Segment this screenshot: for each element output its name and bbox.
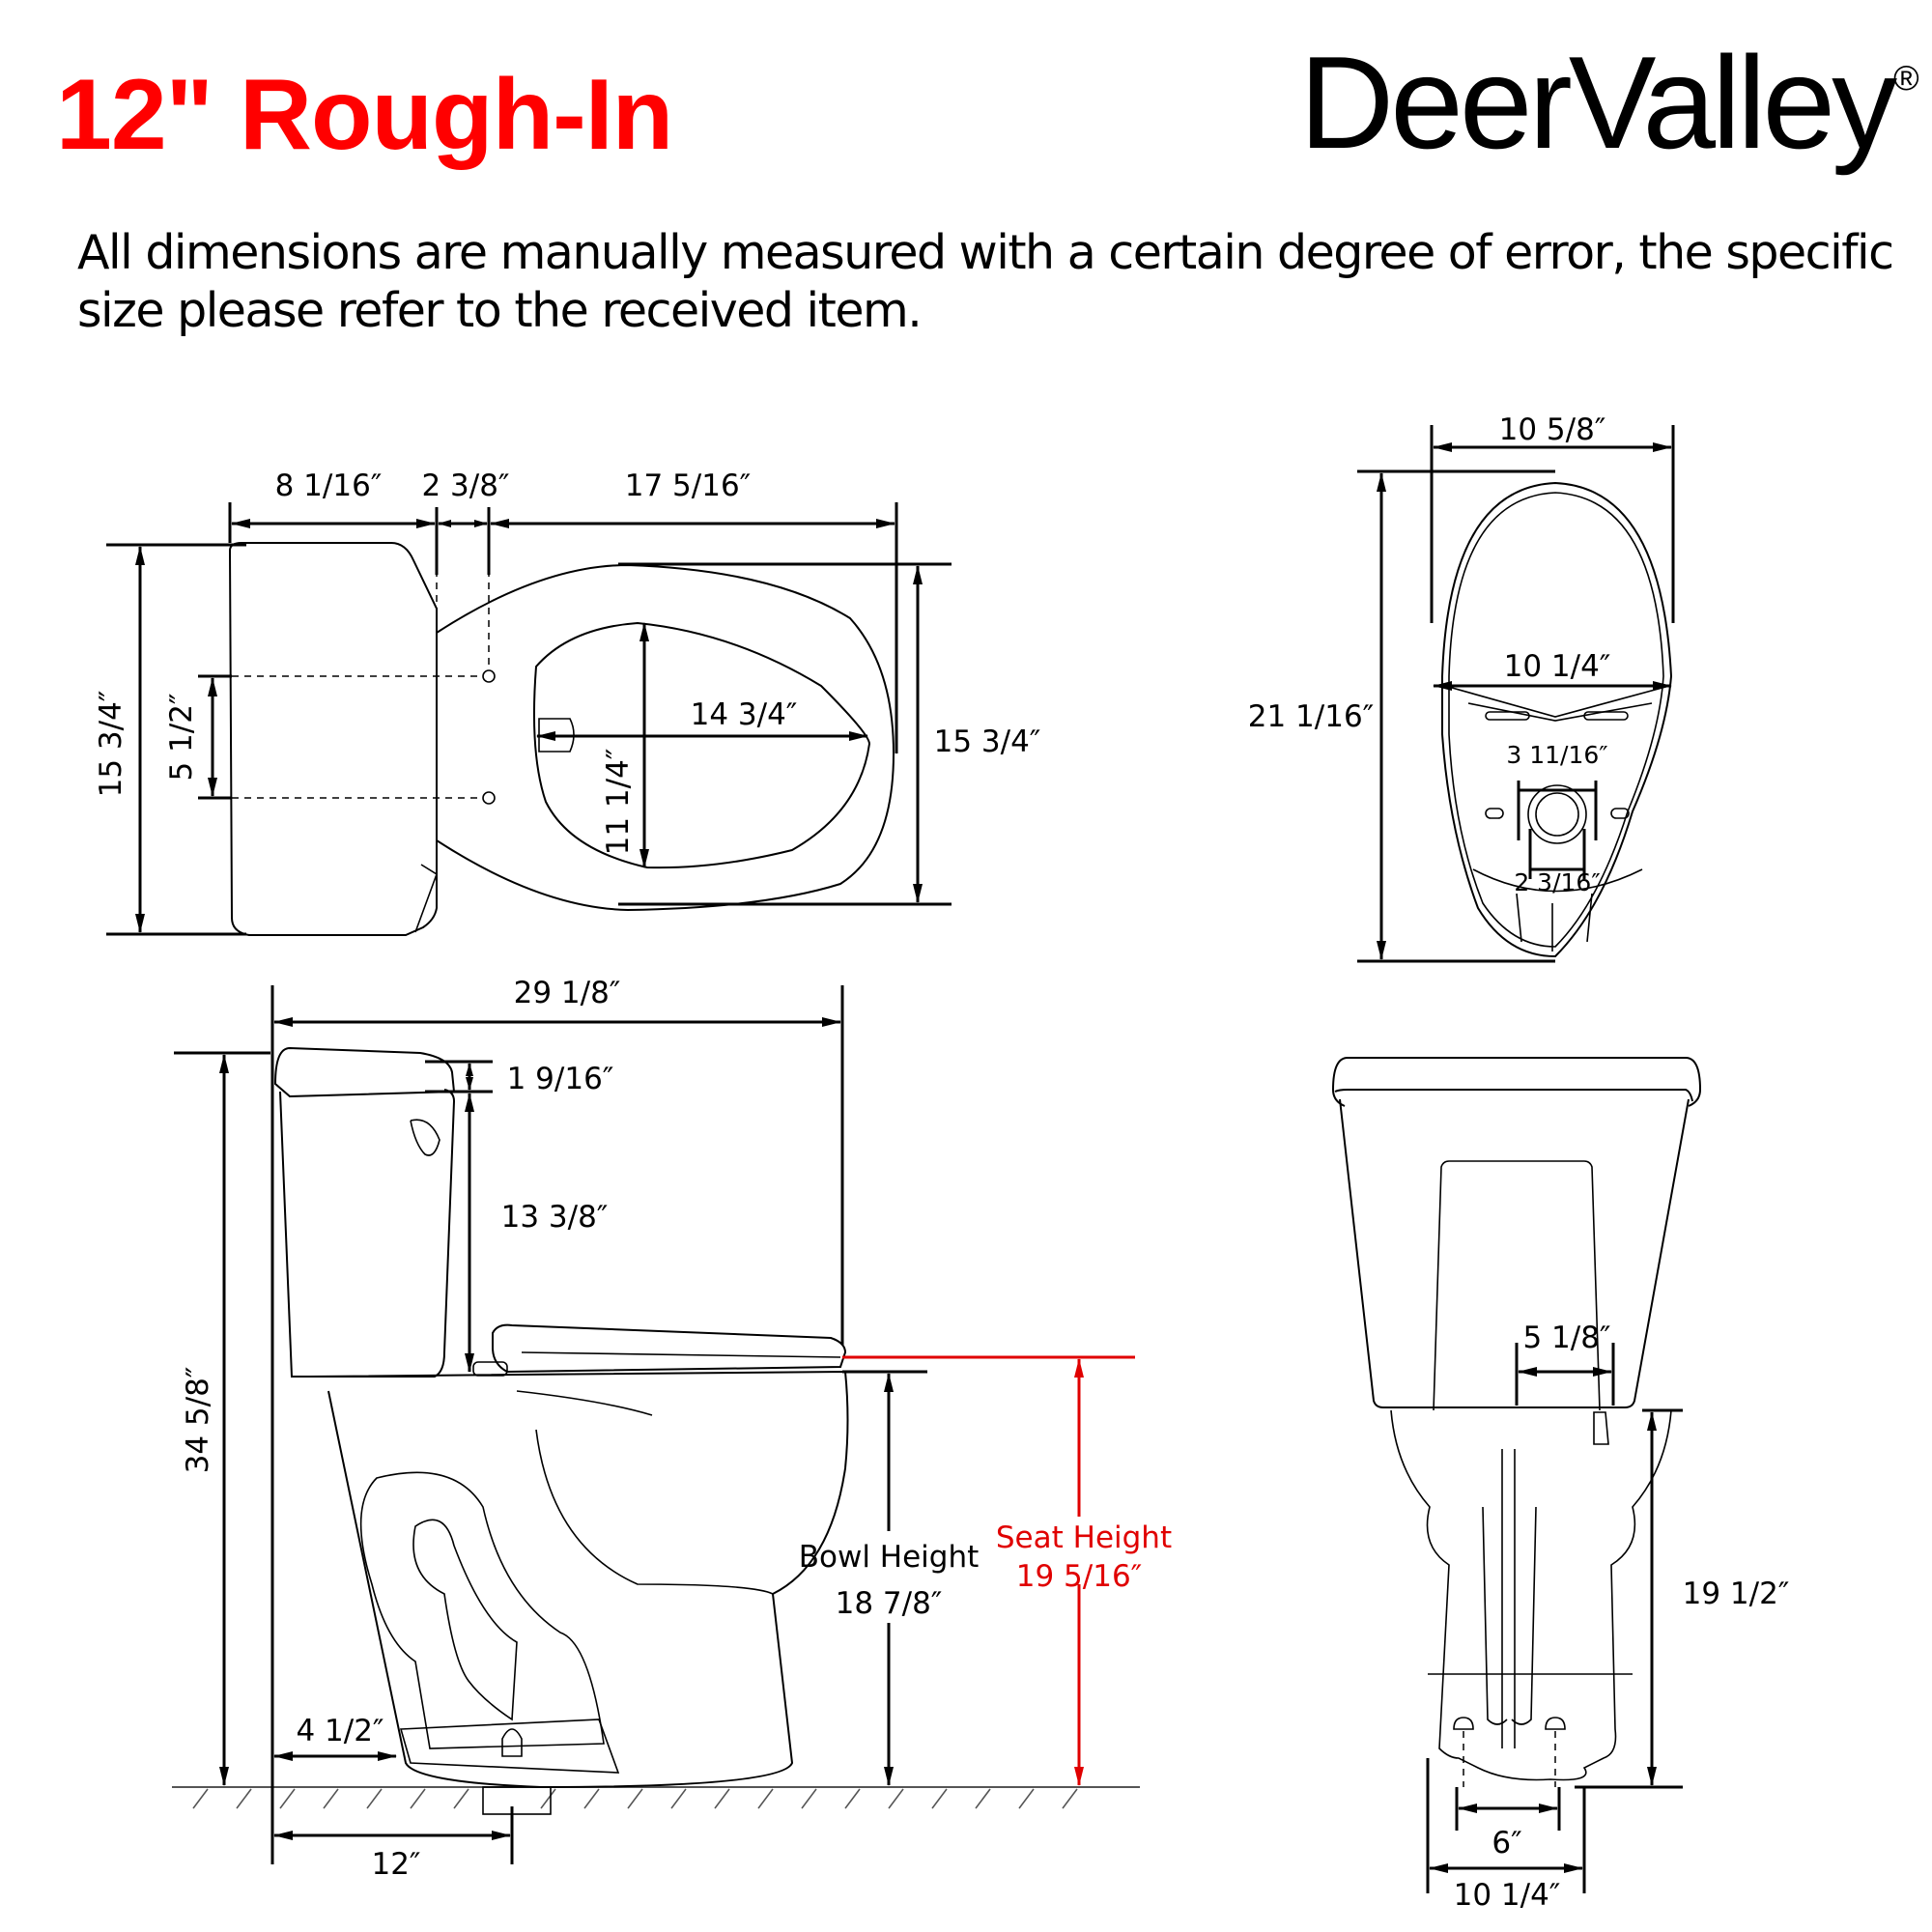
dim-overall-length: 29 1/8″ [514,976,621,1010]
dim-tank-height: 13 3/8″ [501,1200,609,1235]
dim-supply-offset: 5 1/8″ [1522,1321,1610,1355]
dim-bowl-width: 15 3/4″ [934,724,1041,759]
dim-bowl-height: 18 7/8″ [836,1586,943,1621]
bottom-view-diagram: 10 5/8″ 10 1/4″ 21 1/16″ 3 11/16″ 2 3/16… [1248,412,1675,963]
seat-height-label: Seat Height [996,1520,1172,1555]
dim-inner-width: 10 1/4″ [1504,649,1611,684]
dim-bowl-opening-width: 11 1/4″ [601,749,636,856]
dim-outer-width: 10 5/8″ [1499,412,1606,447]
dim-gap-to-bolts: 2 3/8″ [421,469,509,503]
dim-tank-depth: 8 1/16″ [275,469,383,503]
dim-base-width: 10 1/4″ [1454,1878,1561,1913]
brand-logo: DeerValley® [1299,27,1919,178]
dim-bolt-spacing-rear: 6″ [1492,1826,1521,1861]
dim-wall-to-base: 4 1/2″ [296,1714,384,1748]
dim-bowl-opening-length: 14 3/4″ [691,697,798,732]
top-view-diagram: 8 1/16″ 2 3/8″ 17 5/16″ 15 3/4″ 5 1/2″ 1… [94,469,1041,936]
dim-length: 21 1/16″ [1248,699,1375,734]
dim-outlet-outer: 3 11/16″ [1506,741,1607,769]
brand-name: DeerValley [1299,29,1897,176]
side-view-diagram: 29 1/8″ 1 9/16″ 13 3/8″ 34 5/8″ Bowl Hei… [172,976,1172,1882]
dim-bolts-to-front: 17 5/16″ [625,469,752,503]
dim-bolt-spacing: 5 1/2″ [164,693,199,781]
dim-rear-bowl-height: 19 1/2″ [1683,1577,1790,1611]
page-title: 12" Rough-In [56,59,673,171]
dim-lid-thickness: 1 9/16″ [507,1062,614,1096]
dim-rough-in: 12″ [371,1847,420,1882]
disclaimer-text: All dimensions are manually measured wit… [77,225,1894,338]
dim-seat-height: 19 5/16″ [1016,1559,1143,1594]
rear-view-diagram: 5 1/8″ 19 1/2″ 6″ 10 1/4″ [1332,1057,1790,1913]
dim-outlet-inner: 2 3/16″ [1514,868,1600,896]
dim-overall-height: 34 5/8″ [181,1367,215,1474]
bowl-height-label: Bowl Height [799,1540,980,1575]
dim-tank-width: 15 3/4″ [94,691,128,798]
registered-mark: ® [1893,58,1919,98]
